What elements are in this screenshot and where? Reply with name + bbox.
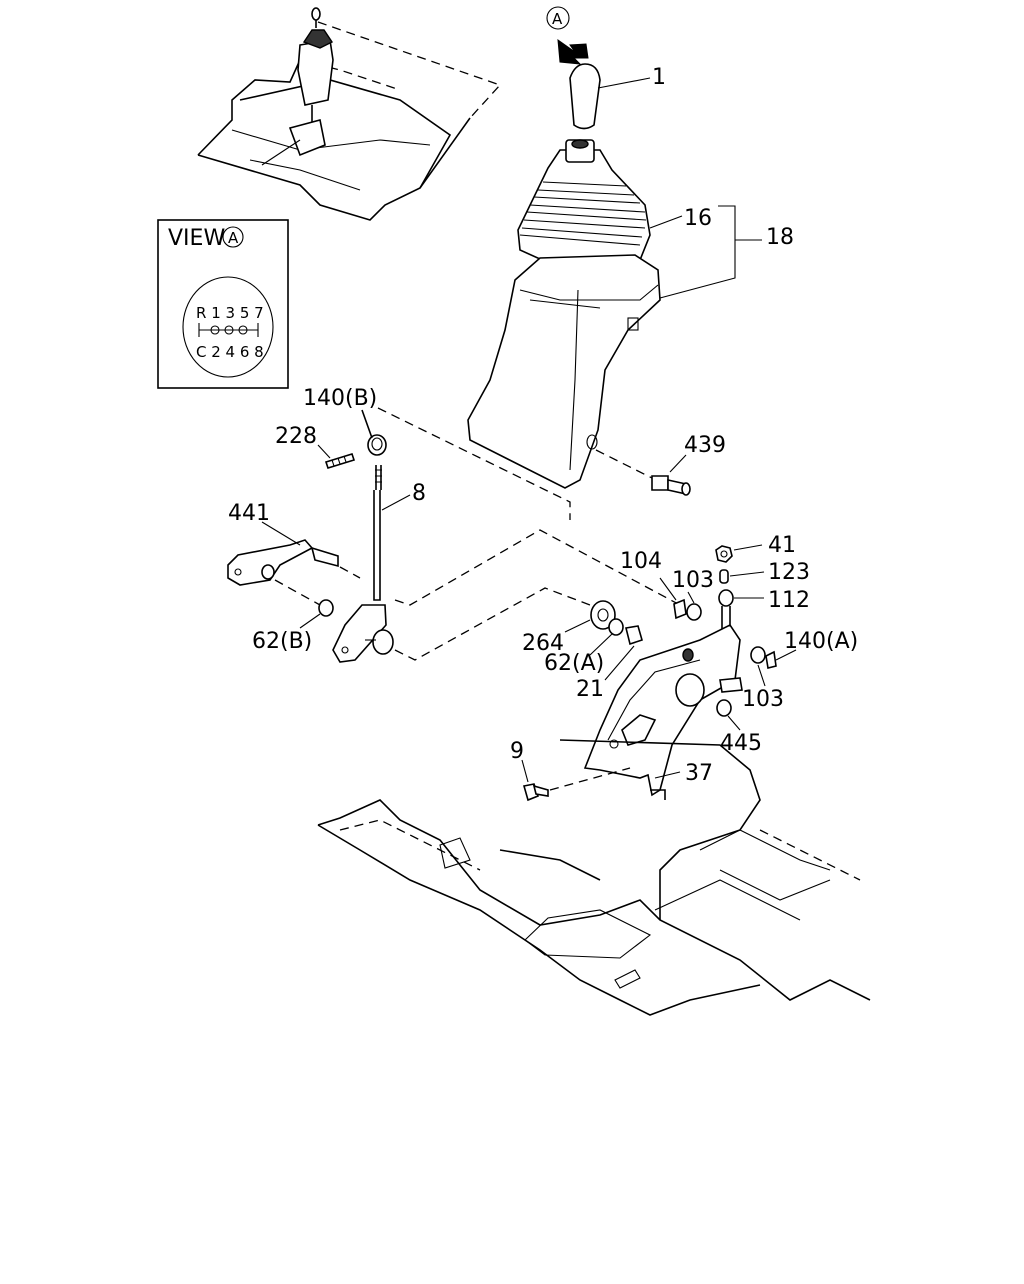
leader-21 — [604, 645, 635, 681]
arrow-a: A — [546, 6, 589, 65]
leader-103b — [757, 664, 766, 687]
callout-123: 123 — [768, 560, 810, 585]
mounting-bracket-37 — [583, 623, 743, 800]
leader-140a — [775, 649, 797, 661]
dash-assembly-3 — [394, 587, 599, 661]
washer-264 — [590, 600, 616, 630]
leader-62b — [299, 613, 321, 629]
callout-18: 18 — [766, 225, 794, 250]
callout-140a: 140(A) — [784, 629, 858, 654]
callout-8: 8 — [412, 481, 426, 506]
bushing-62b — [318, 599, 334, 617]
leader-123 — [729, 571, 765, 577]
pin-228 — [324, 453, 356, 469]
leader-264 — [564, 619, 591, 633]
leader-16 — [649, 215, 683, 229]
callout-104: 104 — [620, 549, 662, 574]
callout-37: 37 — [685, 761, 713, 786]
leader-439 — [669, 454, 687, 473]
pin-123 — [719, 569, 729, 584]
shift-pattern-knob-top — [182, 276, 274, 378]
leader-18 — [659, 205, 762, 299]
callout-140b: 140(B) — [303, 386, 377, 411]
collar-21 — [625, 625, 643, 646]
callout-441: 441 — [228, 501, 270, 526]
bolt-9 — [522, 767, 631, 802]
nut-41 — [715, 545, 733, 563]
leader-140b — [361, 409, 373, 439]
callout-439: 439 — [684, 433, 726, 458]
callout-62a: 62(A) — [544, 651, 604, 676]
leader-103a — [687, 591, 695, 604]
shift-lever-8 — [332, 465, 394, 663]
grommet-140b — [367, 434, 387, 456]
leader-441 — [261, 521, 301, 546]
callout-41: 41 — [768, 533, 796, 558]
view-a-title: VIEW — [168, 226, 225, 251]
shift-pattern-gate — [198, 323, 259, 337]
leader-37 — [654, 771, 681, 779]
callout-112: 112 — [768, 588, 810, 613]
console-cover-18 — [467, 254, 661, 489]
arrow-a-marker: A — [552, 10, 563, 28]
callout-9: 9 — [510, 739, 524, 764]
callout-228: 228 — [275, 424, 317, 449]
shift-pattern-bottom: C 2 4 6 8 — [196, 343, 264, 361]
leader-9 — [521, 759, 529, 783]
callout-103b: 103 — [742, 687, 784, 712]
leader-445 — [727, 715, 741, 731]
leader-8 — [381, 494, 411, 511]
dash-441 — [274, 566, 361, 606]
leader-104 — [659, 577, 677, 601]
dash-assembly-1 — [377, 407, 571, 520]
callout-21: 21 — [576, 677, 604, 702]
nut-445 — [716, 699, 732, 717]
view-a-marker: A — [228, 229, 239, 247]
shift-pattern-top: R 1 3 5 7 — [196, 304, 264, 322]
leader-1 — [597, 77, 651, 89]
callout-16: 16 — [684, 206, 712, 231]
callout-103a: 103 — [672, 568, 714, 593]
callout-1: 1 — [652, 65, 666, 90]
view-a-box: VIEW A R 1 3 5 7 C 2 4 6 8 — [157, 219, 289, 389]
bracket-441 — [227, 539, 339, 586]
view-a-circle-marker — [222, 226, 244, 248]
cab-overview-inset — [197, 7, 502, 221]
callout-445: 445 — [720, 731, 762, 756]
clip-104 — [673, 598, 687, 620]
callout-264: 264 — [522, 631, 564, 656]
shift-knob — [569, 63, 601, 130]
clip-140a — [750, 646, 777, 669]
bolt-439 — [595, 449, 691, 496]
boot-16 — [517, 139, 651, 271]
dash-assembly-2 — [394, 529, 681, 606]
leader-62a — [589, 633, 613, 656]
bushing-103a — [686, 603, 702, 621]
leader-228 — [317, 444, 331, 459]
bushing-62a — [608, 618, 624, 636]
cab-floor — [317, 739, 871, 1016]
leader-41 — [733, 544, 763, 551]
callout-62b: 62(B) — [252, 629, 312, 654]
